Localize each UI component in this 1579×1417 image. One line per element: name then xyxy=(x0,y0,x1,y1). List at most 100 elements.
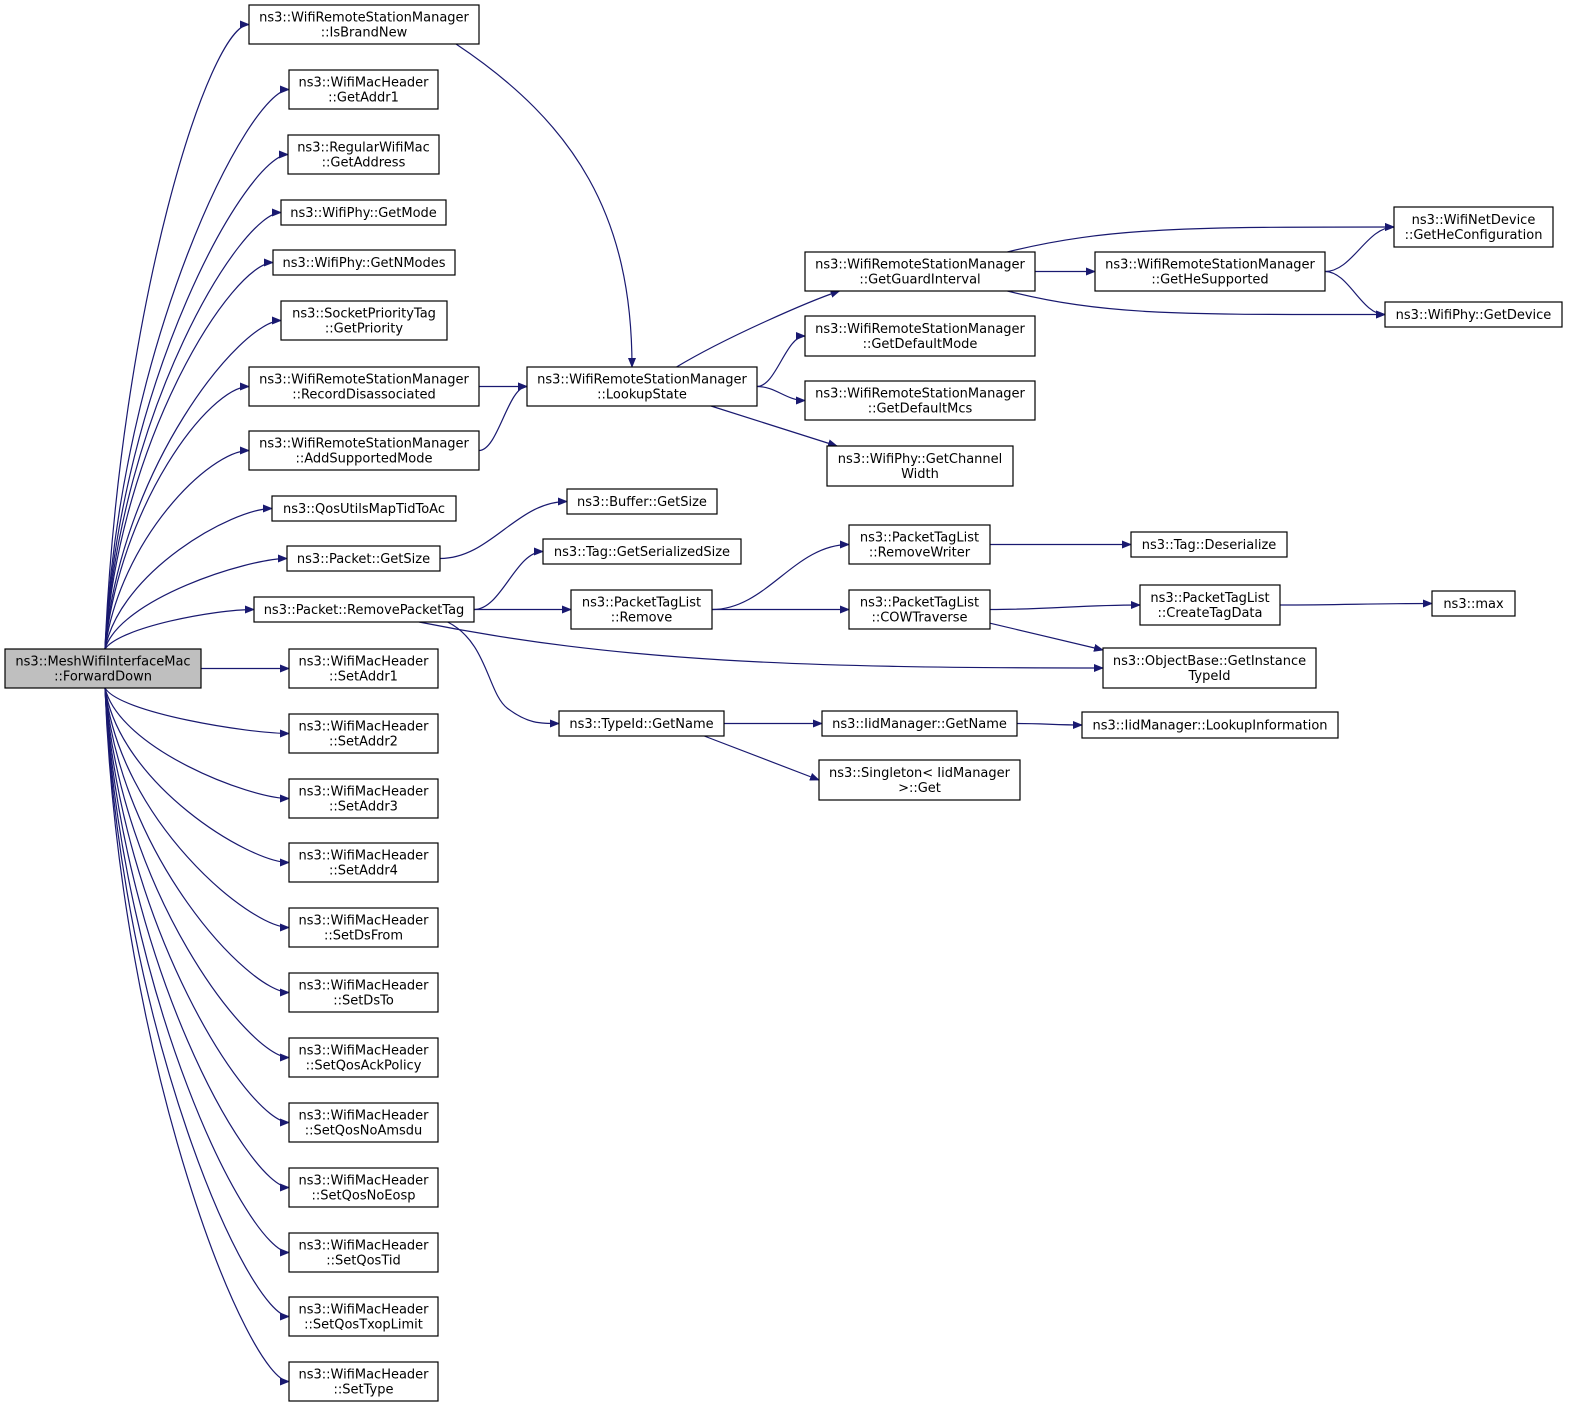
node-setQosNoAmsdu[interactable]: ns3::WifiMacHeader::SetQosNoAmsdu xyxy=(288,1102,439,1143)
node-box-getGuardInterval[interactable] xyxy=(804,251,1036,292)
node-setDsTo[interactable]: ns3::WifiMacHeader::SetDsTo xyxy=(288,972,439,1013)
node-tagGetSerializedSize[interactable]: ns3::Tag::GetSerializedSize xyxy=(542,538,742,565)
node-typeIdGetName[interactable]: ns3::TypeId::GetName xyxy=(558,710,725,737)
node-setQosAckPolicy[interactable]: ns3::WifiMacHeader::SetQosAckPolicy xyxy=(288,1037,439,1078)
node-label-recordDisassociated-line2: ::RecordDisassociated xyxy=(292,388,436,403)
node-getNModes[interactable]: ns3::WifiPhy::GetNModes xyxy=(272,249,456,276)
node-box-getChannelWidth[interactable] xyxy=(826,445,1014,487)
node-addSupportedMode[interactable]: ns3::WifiRemoteStationManager::AddSuppor… xyxy=(248,430,480,471)
node-label-getMode-line1: ns3::WifiPhy::GetMode xyxy=(290,206,437,221)
node-box-setAddr2[interactable] xyxy=(288,713,439,754)
node-qosUtils[interactable]: ns3::QosUtilsMapTidToAc xyxy=(271,495,457,522)
edge-root-to-setQosTxopLimit xyxy=(104,687,290,1321)
node-box-removePacketTag[interactable] xyxy=(253,596,475,623)
node-box-setDsFrom[interactable] xyxy=(288,907,439,948)
node-setQosNoEosp[interactable]: ns3::WifiMacHeader::SetQosNoEosp xyxy=(288,1167,439,1208)
node-singletonGet[interactable]: ns3::Singleton< IidManager>::Get xyxy=(818,759,1021,801)
node-box-getDefaultMode[interactable] xyxy=(804,315,1036,357)
node-box-getInstanceTypeId[interactable] xyxy=(1102,647,1317,689)
node-recordDisassociated[interactable]: ns3::WifiRemoteStationManager::RecordDis… xyxy=(248,366,480,407)
node-label-setAddr1-line2: ::SetAddr1 xyxy=(329,670,398,685)
node-box-singletonGet[interactable] xyxy=(818,759,1021,801)
node-box-lookupState[interactable] xyxy=(526,366,758,407)
node-box-lookupInformation[interactable] xyxy=(1081,711,1339,739)
node-box-getAddress[interactable] xyxy=(287,134,440,175)
node-lookupInformation[interactable]: ns3::IidManager::LookupInformation xyxy=(1081,711,1339,739)
node-tagDeserialize[interactable]: ns3::Tag::Deserialize xyxy=(1130,531,1288,558)
node-setQosTxopLimit[interactable]: ns3::WifiMacHeader::SetQosTxopLimit xyxy=(288,1296,439,1337)
node-setDsFrom[interactable]: ns3::WifiMacHeader::SetDsFrom xyxy=(288,907,439,948)
node-removePacketTag[interactable]: ns3::Packet::RemovePacketTag xyxy=(253,596,475,623)
node-box-getPriority[interactable] xyxy=(280,300,448,341)
node-getPriority[interactable]: ns3::SocketPriorityTag::GetPriority xyxy=(280,300,448,341)
node-box-getHeConfiguration[interactable] xyxy=(1393,206,1554,248)
node-box-getHeSupported[interactable] xyxy=(1094,251,1326,292)
node-box-createTagData[interactable] xyxy=(1139,584,1281,626)
node-box-setAddr3[interactable] xyxy=(288,778,439,819)
node-box-addSupportedMode[interactable] xyxy=(248,430,480,471)
node-box-tagDeserialize[interactable] xyxy=(1130,531,1288,558)
node-box-bufferGetSize[interactable] xyxy=(566,488,718,515)
node-box-recordDisassociated[interactable] xyxy=(248,366,480,407)
node-max[interactable]: ns3::max xyxy=(1431,590,1516,617)
node-cowTraverse[interactable]: ns3::PacketTagList::COWTraverse xyxy=(848,589,991,630)
node-iidGetName[interactable]: ns3::IidManager::GetName xyxy=(821,710,1018,737)
node-label-setDsTo-line1: ns3::WifiMacHeader xyxy=(298,979,429,994)
node-box-setQosNoAmsdu[interactable] xyxy=(288,1102,439,1143)
edge-root-to-setType xyxy=(104,687,290,1386)
node-box-setType[interactable] xyxy=(288,1361,439,1402)
node-box-ptlRemove[interactable] xyxy=(570,589,713,630)
edge-root-to-addSupportedMode xyxy=(104,446,250,650)
node-ptlRemove[interactable]: ns3::PacketTagList::Remove xyxy=(570,589,713,630)
node-box-max[interactable] xyxy=(1431,590,1516,617)
node-box-getDefaultMcs[interactable] xyxy=(804,380,1036,421)
node-getHeConfiguration[interactable]: ns3::WifiNetDevice::GetHeConfiguration xyxy=(1393,206,1554,248)
node-setAddr4[interactable]: ns3::WifiMacHeader::SetAddr4 xyxy=(288,842,439,883)
node-setAddr2[interactable]: ns3::WifiMacHeader::SetAddr2 xyxy=(288,713,439,754)
node-getGuardInterval[interactable]: ns3::WifiRemoteStationManager::GetGuardI… xyxy=(804,251,1036,292)
node-box-iidGetName[interactable] xyxy=(821,710,1018,737)
node-box-setQosTxopLimit[interactable] xyxy=(288,1296,439,1337)
node-box-root[interactable] xyxy=(4,648,202,689)
node-getAddr1[interactable]: ns3::WifiMacHeader::GetAddr1 xyxy=(288,69,439,110)
node-getAddress[interactable]: ns3::RegularWifiMac::GetAddress xyxy=(287,134,440,175)
node-box-removeWriter[interactable] xyxy=(848,524,991,565)
node-phyGetDevice[interactable]: ns3::WifiPhy::GetDevice xyxy=(1384,301,1563,328)
node-label-getChannelWidth-line1: ns3::WifiPhy::GetChannel xyxy=(838,452,1003,467)
node-packetGetSize[interactable]: ns3::Packet::GetSize xyxy=(286,545,441,572)
node-label-setAddr4-line2: ::SetAddr4 xyxy=(329,864,398,879)
node-box-getAddr1[interactable] xyxy=(288,69,439,110)
node-getDefaultMcs[interactable]: ns3::WifiRemoteStationManager::GetDefaul… xyxy=(804,380,1036,421)
node-getMode[interactable]: ns3::WifiPhy::GetMode xyxy=(280,199,447,226)
node-box-tagGetSerializedSize[interactable] xyxy=(542,538,742,565)
node-box-getMode[interactable] xyxy=(280,199,447,226)
node-lookupState[interactable]: ns3::WifiRemoteStationManager::LookupSta… xyxy=(526,366,758,407)
node-getHeSupported[interactable]: ns3::WifiRemoteStationManager::GetHeSupp… xyxy=(1094,251,1326,292)
node-box-getNModes[interactable] xyxy=(272,249,456,276)
node-setAddr1[interactable]: ns3::WifiMacHeader::SetAddr1 xyxy=(288,648,439,689)
node-root[interactable]: ns3::MeshWifiInterfaceMac::ForwardDown xyxy=(4,648,202,689)
node-box-isBrandNew[interactable] xyxy=(248,4,480,45)
node-createTagData[interactable]: ns3::PacketTagList::CreateTagData xyxy=(1139,584,1281,626)
node-box-qosUtils[interactable] xyxy=(271,495,457,522)
node-setQosTid[interactable]: ns3::WifiMacHeader::SetQosTid xyxy=(288,1232,439,1273)
node-box-setAddr1[interactable] xyxy=(288,648,439,689)
node-box-cowTraverse[interactable] xyxy=(848,589,991,630)
node-box-setQosNoEosp[interactable] xyxy=(288,1167,439,1208)
node-setType[interactable]: ns3::WifiMacHeader::SetType xyxy=(288,1361,439,1402)
node-box-setAddr4[interactable] xyxy=(288,842,439,883)
node-box-setDsTo[interactable] xyxy=(288,972,439,1013)
node-box-setQosAckPolicy[interactable] xyxy=(288,1037,439,1078)
node-setAddr3[interactable]: ns3::WifiMacHeader::SetAddr3 xyxy=(288,778,439,819)
node-bufferGetSize[interactable]: ns3::Buffer::GetSize xyxy=(566,488,718,515)
node-box-phyGetDevice[interactable] xyxy=(1384,301,1563,328)
node-isBrandNew[interactable]: ns3::WifiRemoteStationManager::IsBrandNe… xyxy=(248,4,480,45)
node-getDefaultMode[interactable]: ns3::WifiRemoteStationManager::GetDefaul… xyxy=(804,315,1036,357)
node-box-setQosTid[interactable] xyxy=(288,1232,439,1273)
edge-root-to-recordDisassociated xyxy=(104,382,250,650)
node-box-typeIdGetName[interactable] xyxy=(558,710,725,737)
node-box-packetGetSize[interactable] xyxy=(286,545,441,572)
node-removeWriter[interactable]: ns3::PacketTagList::RemoveWriter xyxy=(848,524,991,565)
